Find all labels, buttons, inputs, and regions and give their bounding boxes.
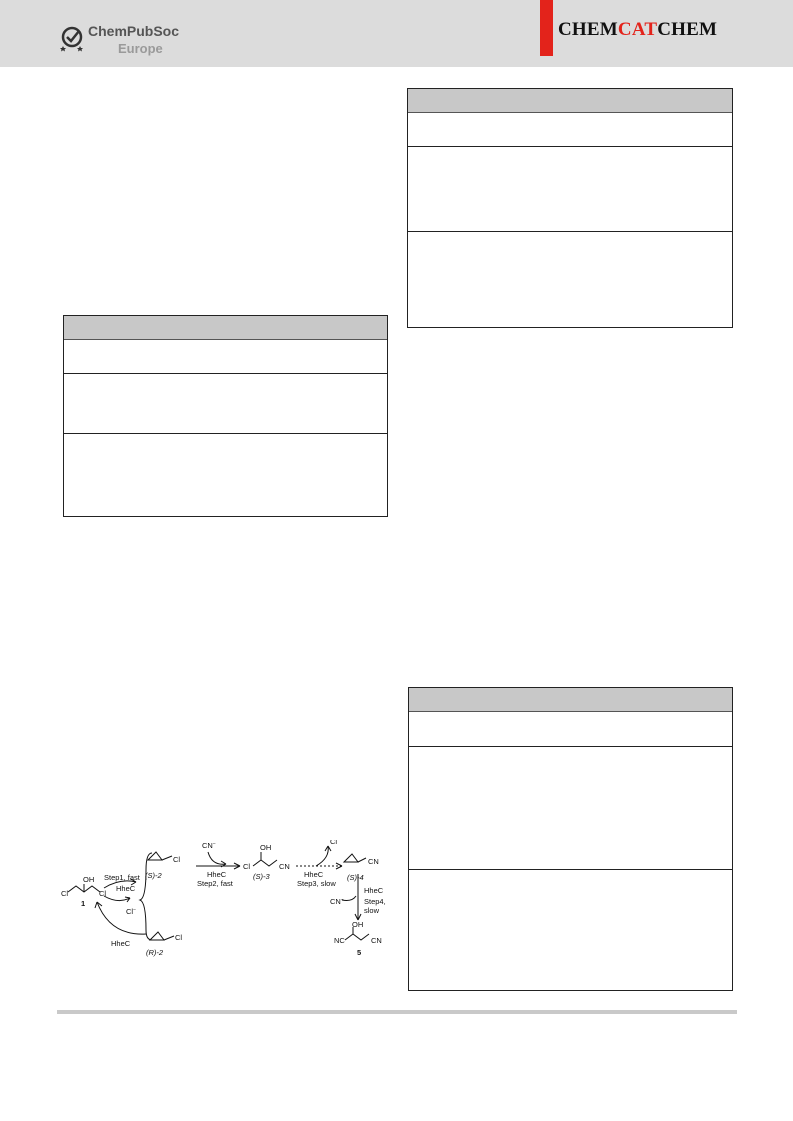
table-box-middle-left	[63, 315, 388, 517]
scheme-s4-label: (S)-4	[347, 873, 364, 882]
table-header-band	[409, 688, 732, 712]
scheme-step4b: slow	[364, 906, 380, 915]
table-rule	[64, 433, 387, 434]
scheme-step1-line1: Step1, fast	[104, 873, 141, 882]
scheme-cn-in: CN−	[330, 897, 344, 906]
journal-title-part3: CHEM	[657, 19, 718, 40]
scheme-cn3: CN	[279, 862, 290, 871]
scheme-s2-cl: Cl	[173, 855, 180, 864]
table-box-upper-right	[407, 88, 733, 328]
publisher-name: ChemPubSoc	[88, 23, 180, 39]
scheme-step2: Step2, fast	[197, 879, 234, 888]
scheme-hhec3: HheC	[304, 870, 324, 879]
reaction-scheme: CN− Cl (S)-2 Step1, fast HheC OH Cl Cl 1…	[61, 840, 386, 957]
scheme-oh3: OH	[260, 843, 271, 852]
scheme-cl1b: Cl	[99, 889, 106, 898]
table-rule	[64, 373, 387, 374]
scheme-r2-label: (R)-2	[146, 948, 164, 957]
scheme-oh1: OH	[83, 875, 94, 884]
scheme-cn5: CN	[371, 936, 382, 945]
scheme-oh5: OH	[352, 920, 363, 929]
scheme-cl-minus: Cl−	[126, 907, 136, 916]
page-header	[0, 0, 793, 67]
scheme-cl-out: Cl−	[330, 840, 340, 846]
journal-title: CHEMCATCHEM	[558, 19, 717, 41]
table-rule	[409, 869, 732, 870]
scheme-step1-line2: HheC	[116, 884, 136, 893]
footer-rule	[57, 1010, 737, 1014]
scheme-s3-label: (S)-3	[253, 872, 270, 881]
table-rule	[408, 231, 732, 232]
scheme-s2-label: (S)-2	[145, 871, 162, 880]
scheme-hhec-back: HheC	[111, 939, 131, 948]
scheme-hhec4: HheC	[364, 886, 384, 895]
publisher-logo: ChemPubSoc Europe	[60, 20, 200, 60]
journal-accent-bar	[540, 0, 553, 56]
chempubsoc-star-icon	[60, 26, 83, 52]
scheme-r2-cl: Cl	[175, 933, 182, 942]
journal-title-part1: CHEM	[558, 19, 618, 40]
table-header-band	[64, 316, 387, 340]
table-rule	[408, 146, 732, 147]
table-header-band	[408, 89, 732, 113]
scheme-step4a: Step4,	[364, 897, 386, 906]
table-rule	[409, 746, 732, 747]
scheme-cl3: Cl	[243, 862, 250, 871]
scheme-cn-top: CN−	[202, 841, 216, 850]
scheme-label5: 5	[357, 948, 361, 957]
scheme-cl1a: Cl	[61, 889, 68, 898]
scheme-nc5: NC	[334, 936, 345, 945]
scheme-hhec2: HheC	[207, 870, 227, 879]
table-box-lower-right	[408, 687, 733, 991]
scheme-cn4: CN	[368, 857, 379, 866]
scheme-label1: 1	[81, 899, 85, 908]
scheme-step3: Step3, slow	[297, 879, 336, 888]
journal-title-part2: CAT	[617, 19, 658, 40]
publisher-sub: Europe	[118, 41, 163, 56]
